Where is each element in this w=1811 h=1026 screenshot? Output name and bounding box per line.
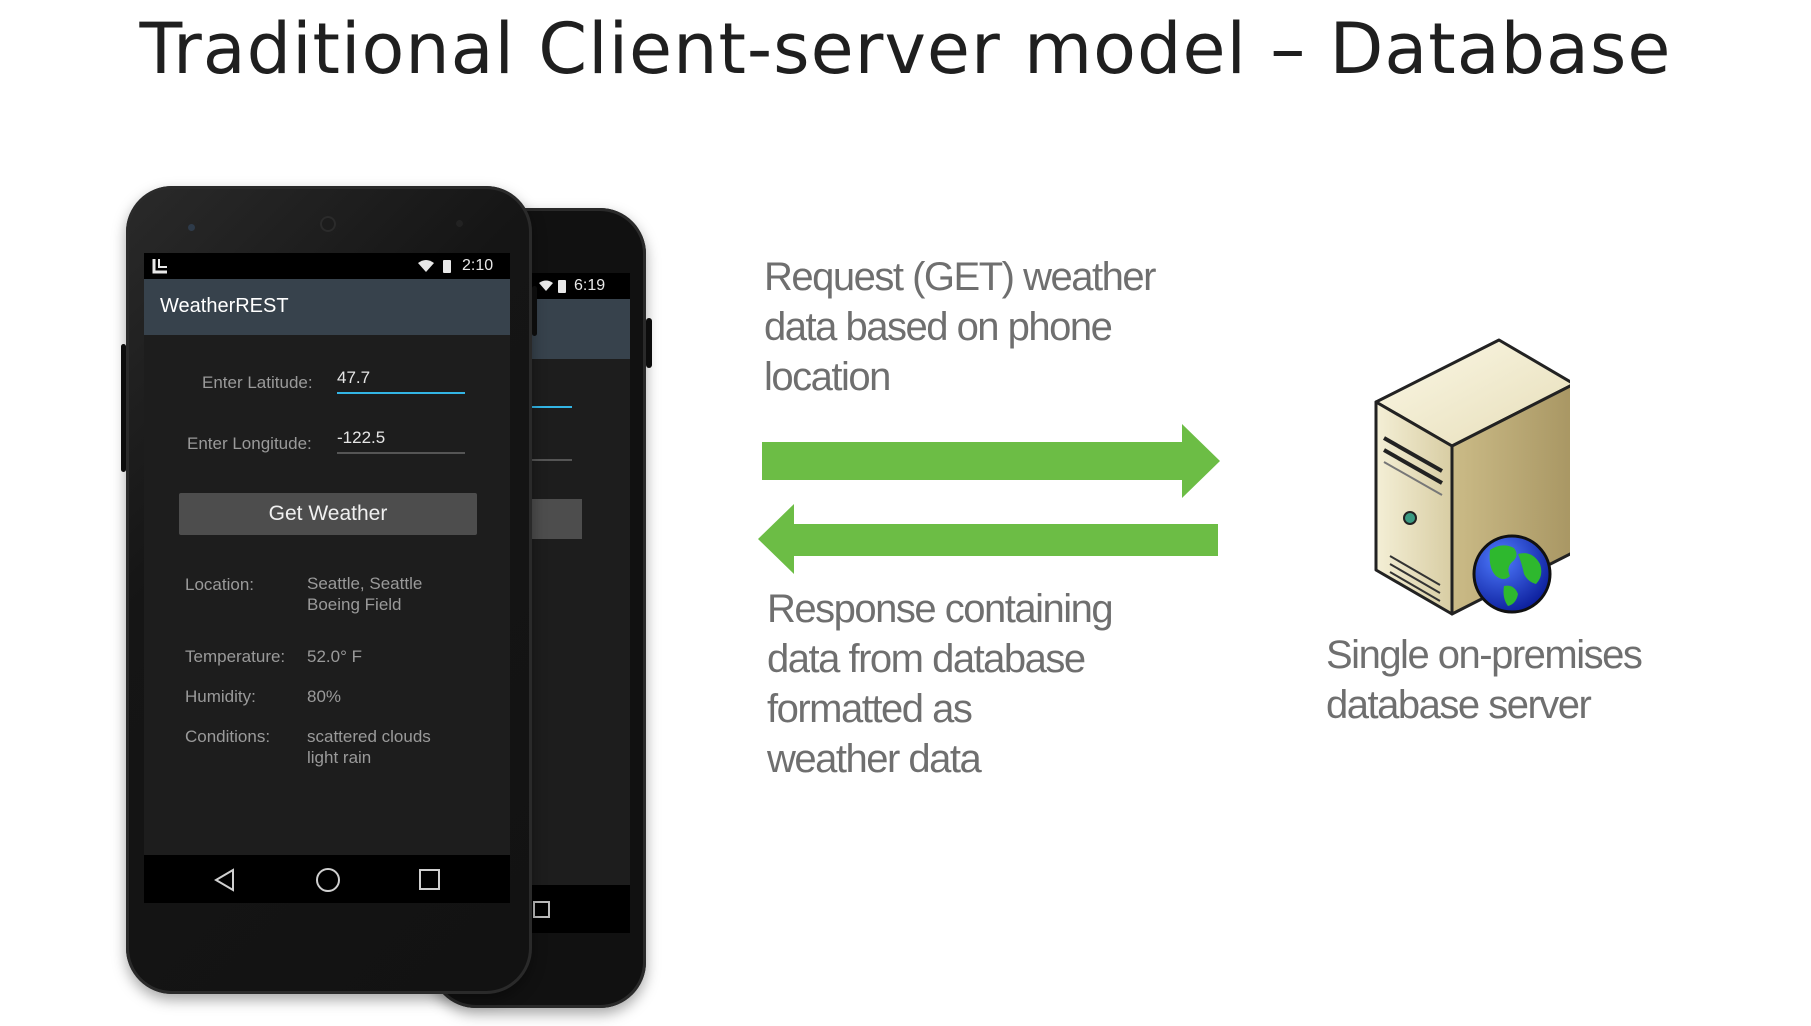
location-label: Location: (185, 575, 254, 594)
earpiece-icon (320, 216, 336, 232)
conditions-value: scattered clouds light rain (307, 726, 431, 768)
globe-icon (1472, 534, 1552, 614)
wifi-battery-icon (539, 280, 566, 293)
latitude-label: Enter Latitude: (202, 373, 313, 392)
location-value: Seattle, Seattle Boeing Field (307, 573, 422, 615)
request-arrow (762, 424, 1220, 498)
back-status-time: 6:19 (574, 277, 606, 294)
conditions-label: Conditions: (185, 727, 271, 746)
power-button (532, 286, 537, 336)
longitude-underline (337, 452, 465, 454)
front-phone-screen: 2:10 WeatherREST Enter Latitude: 47.7 En… (144, 253, 510, 903)
humidity-value: 80% (307, 687, 342, 706)
request-line: location (764, 355, 891, 399)
request-line: Request (GET) weather (764, 255, 1156, 299)
sensor-icon (456, 220, 463, 227)
front-phone: 2:10 WeatherREST Enter Latitude: 47.7 En… (121, 186, 537, 994)
server-caption-line: database server (1326, 683, 1592, 727)
home-circle-icon[interactable] (314, 866, 342, 894)
temperature-value: 52.0° F (307, 647, 362, 666)
status-bar: 2:10 (144, 253, 510, 279)
location-line: Boeing Field (307, 595, 402, 614)
request-line: data based on phone (764, 305, 1113, 349)
back-get-weather-button[interactable] (532, 499, 582, 539)
front-camera-icon (188, 224, 195, 231)
back-action-bar (532, 299, 630, 359)
request-description: Request (GET) weather data based on phon… (764, 252, 1156, 402)
response-arrow (758, 504, 1218, 574)
recents-square-icon[interactable] (532, 900, 552, 920)
conditions-line: light rain (307, 748, 372, 767)
power-button (646, 318, 652, 368)
temperature-label: Temperature: (185, 647, 286, 666)
back-nav-bar (532, 885, 630, 933)
response-line: Response containing (767, 587, 1114, 631)
latitude-input[interactable]: 47.7 (337, 368, 371, 387)
back-phone-screen: 6:19 (532, 273, 630, 933)
longitude-input[interactable]: -122.5 (337, 428, 386, 447)
humidity-label: Humidity: (185, 687, 256, 706)
server-caption-line: Single on-premises (1326, 633, 1643, 677)
back-triangle-icon[interactable] (212, 867, 238, 893)
response-line: weather data (767, 737, 982, 781)
response-line: data from database (767, 637, 1086, 681)
recents-square-icon[interactable] (417, 867, 443, 893)
conditions-line: scattered clouds (307, 727, 431, 746)
notification-icon (152, 259, 167, 274)
slide-title: Traditional Client-server model – Databa… (139, 8, 1672, 90)
app-title: WeatherREST (160, 295, 289, 317)
location-line: Seattle, Seattle (307, 574, 423, 593)
nav-bar (144, 855, 510, 903)
back-status-bar: 6:19 (532, 273, 630, 299)
latitude-underline (337, 392, 465, 394)
action-bar: WeatherREST (144, 279, 510, 335)
longitude-label: Enter Longitude: (187, 434, 312, 453)
response-line: formatted as (767, 687, 973, 731)
status-time: 2:10 (462, 257, 494, 274)
response-description: Response containing data from database f… (767, 584, 1114, 784)
server-caption: Single on-premises database server (1326, 630, 1643, 730)
wifi-battery-icon (418, 260, 451, 273)
get-weather-button[interactable]: Get Weather (179, 493, 477, 535)
volume-button (121, 344, 126, 472)
back-latitude-underline (532, 406, 572, 408)
back-longitude-underline (532, 459, 572, 461)
